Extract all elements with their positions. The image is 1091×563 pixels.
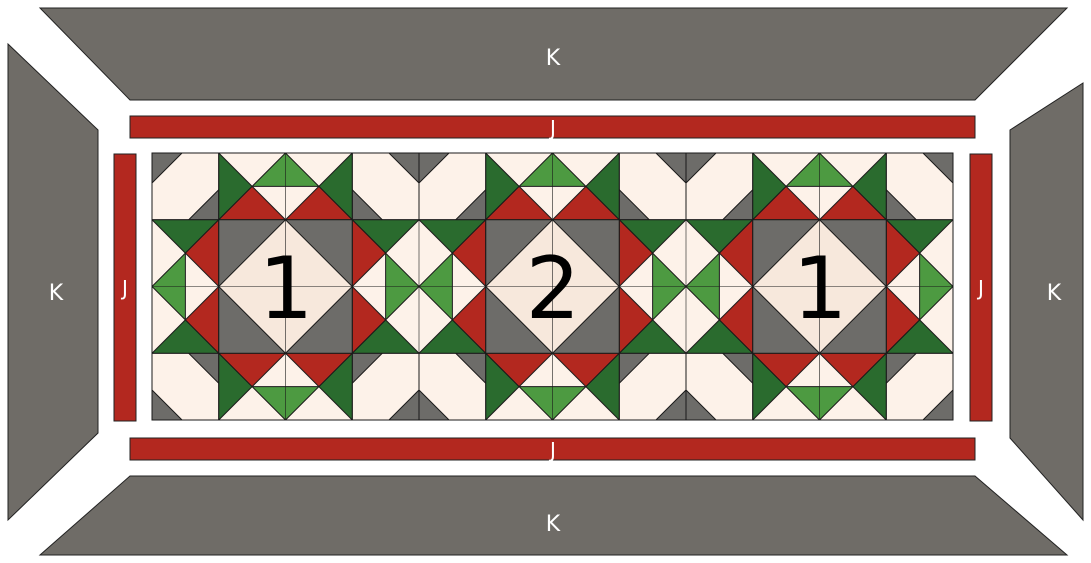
block-1-label: 1 (259, 239, 314, 339)
border-j-top-label: J (548, 116, 556, 140)
border-j-right-label: J (976, 276, 984, 300)
block-2-label: 2 (526, 239, 581, 339)
border-k-right-label: K (1047, 281, 1062, 306)
block-3-label: 1 (793, 239, 848, 339)
border-j-left-label: J (120, 276, 128, 300)
border-k-left-label: K (49, 281, 64, 306)
border-k-top-label: K (546, 46, 561, 71)
border-k-bottom-label: K (546, 512, 561, 537)
border-j-bottom-label: J (548, 438, 556, 462)
